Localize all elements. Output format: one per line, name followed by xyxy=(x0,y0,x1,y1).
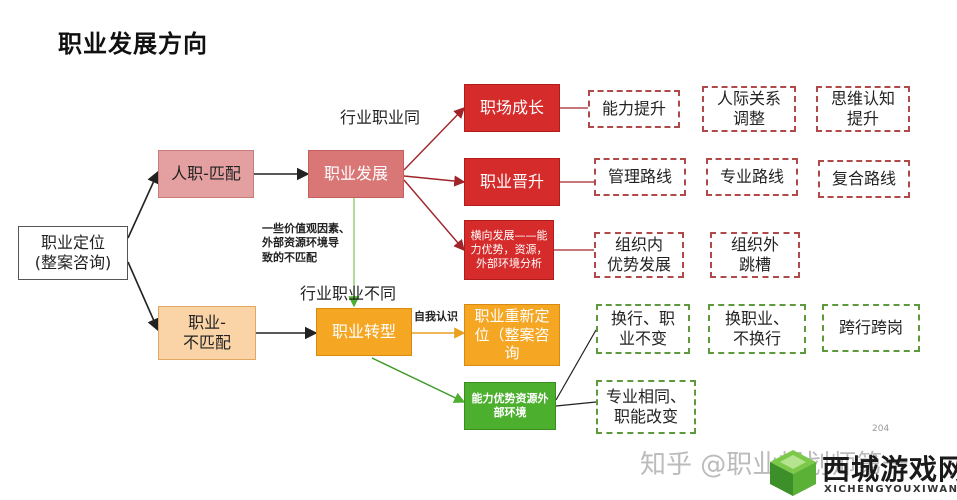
arrow-transform-advantage xyxy=(371,357,466,403)
label-same-industry: 行业职业同 xyxy=(340,108,421,127)
arrow-dev-lateral xyxy=(403,179,465,252)
node-lateral-development: 横向发展——能力优势，资源，外部环境分析 xyxy=(464,220,554,280)
logo-text: 西城游戏网 xyxy=(822,453,957,486)
node-career-promotion: 职业晋升 xyxy=(464,158,560,206)
option-relationship-adjustment: 人际关系 调整 xyxy=(702,86,796,132)
site-logo: 西城游戏网 XICHENGYOUXIWANG xyxy=(766,446,957,498)
node-career-positioning: 职业定位 (整案咨询) xyxy=(18,226,128,280)
cube-logo-icon xyxy=(770,450,816,496)
arrow-dev-promotion xyxy=(403,175,466,187)
node-career-transform: 职业转型 xyxy=(316,308,412,356)
label-different-industry: 行业职业不同 xyxy=(300,284,397,303)
arrow-to-mismatch xyxy=(127,261,160,332)
node-ability-advantage: 能力优势资源外部环境 xyxy=(464,382,556,430)
option-management-path: 管理路线 xyxy=(594,158,686,196)
option-change-industry: 换行、职 业不变 xyxy=(596,304,690,354)
option-composite-path: 复合路线 xyxy=(818,160,910,198)
option-cross-industry: 跨行跨岗 xyxy=(822,304,920,352)
node-career-mismatch: 职业- 不匹配 xyxy=(158,306,256,360)
logo-subtext: XICHENGYOUXIWANG xyxy=(824,484,957,495)
node-person-job-match: 人职-匹配 xyxy=(158,150,254,198)
label-self-awareness: 自我认识 xyxy=(414,310,458,323)
node-workplace-growth: 职场成长 xyxy=(464,84,560,132)
option-change-career: 换职业、 不换行 xyxy=(708,304,806,354)
option-professional-path: 专业路线 xyxy=(706,158,798,196)
option-ability-improvement: 能力提升 xyxy=(588,90,680,128)
arrow-to-match xyxy=(127,170,160,239)
option-internal-development: 组织内 优势发展 xyxy=(594,232,684,278)
node-career-repositioning: 职业重新定位（整案咨询 xyxy=(464,304,560,366)
page-number: 204 xyxy=(872,424,890,434)
node-career-development: 职业发展 xyxy=(308,150,404,198)
option-thinking-improvement: 思维认知 提升 xyxy=(816,86,910,132)
page-title: 职业发展方向 xyxy=(58,30,208,58)
label-values-factors: 一些价值观因素、 外部资源环境导 致的不匹配 xyxy=(262,222,350,264)
option-same-profession: 专业相同、 职能改变 xyxy=(596,380,696,434)
option-external-job-hop: 组织外 跳槽 xyxy=(710,232,800,278)
arrow-dev-growth xyxy=(403,106,465,171)
